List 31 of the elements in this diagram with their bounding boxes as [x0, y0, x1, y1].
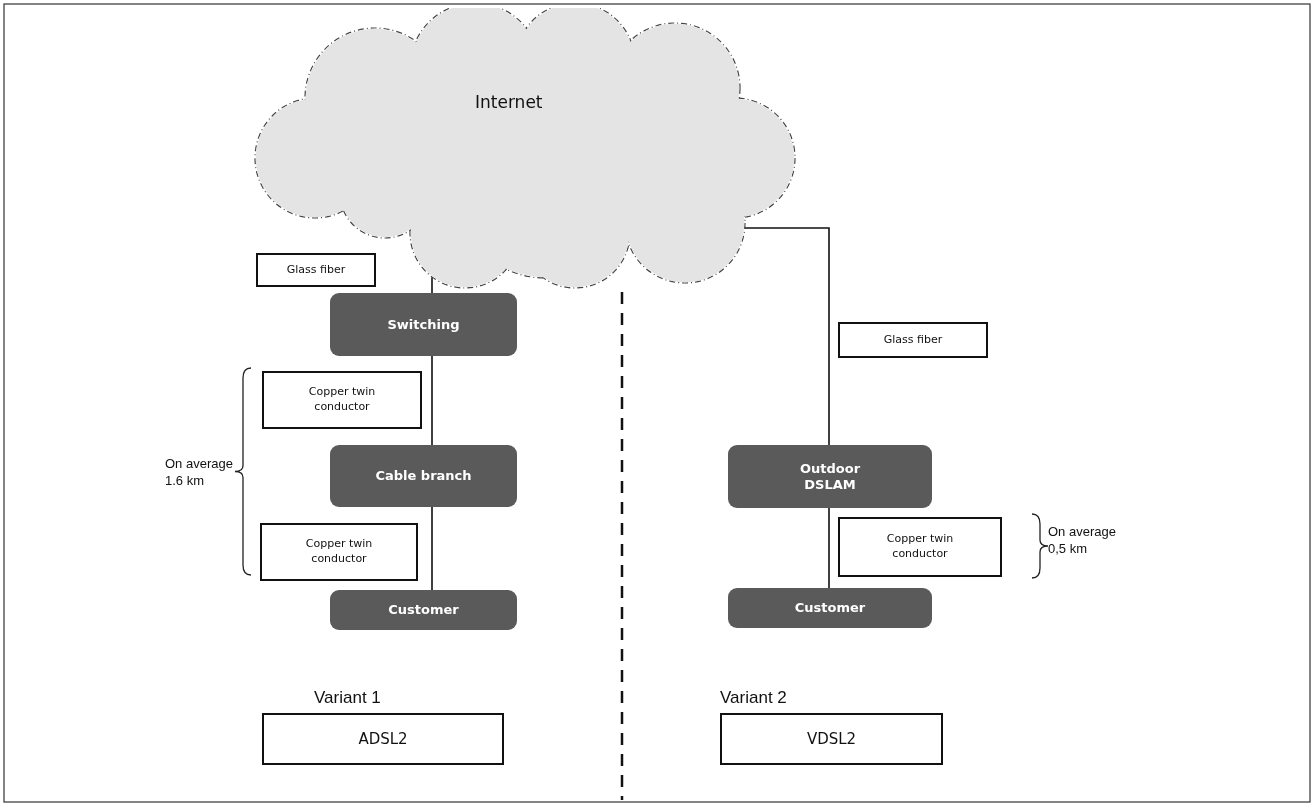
label-text: Customer: [388, 602, 459, 618]
distance-label: On average 1.6 km: [165, 456, 234, 490]
device-box: [330, 445, 517, 507]
label-text: Switching: [387, 316, 460, 333]
medium-box: [260, 523, 418, 581]
variant-label: Variant 1: [314, 687, 381, 709]
distance-label: On average 0,5 km: [1048, 524, 1117, 558]
variant-label: Variant 2: [720, 687, 787, 709]
connector-line: [743, 227, 830, 446]
device-box: [728, 445, 932, 508]
label-text: Copper twin conductor: [307, 385, 377, 415]
label-text: Customer: [794, 600, 866, 616]
connector-line: [828, 507, 830, 589]
device-box: [330, 293, 517, 356]
label-text: Copper twin conductor: [885, 532, 955, 562]
label-text: Cable branch: [375, 468, 472, 484]
cloud-label: Internet: [475, 92, 543, 112]
label-text: VDSL2: [806, 730, 857, 748]
device-box: [330, 590, 517, 630]
label-text: Outdoor DSLAM: [798, 460, 862, 493]
medium-box: [262, 371, 422, 429]
device-box: [728, 588, 932, 628]
medium-box: [838, 322, 988, 358]
label-text: Copper twin conductor: [304, 537, 374, 567]
label-text: Glass fiber: [286, 262, 346, 278]
medium-box: [838, 517, 1002, 577]
label-text: ADSL2: [358, 730, 408, 748]
connector-line: [431, 506, 433, 591]
label-text: Glass fiber: [883, 332, 943, 348]
connector-line: [431, 355, 433, 446]
connector-line: [431, 276, 433, 294]
